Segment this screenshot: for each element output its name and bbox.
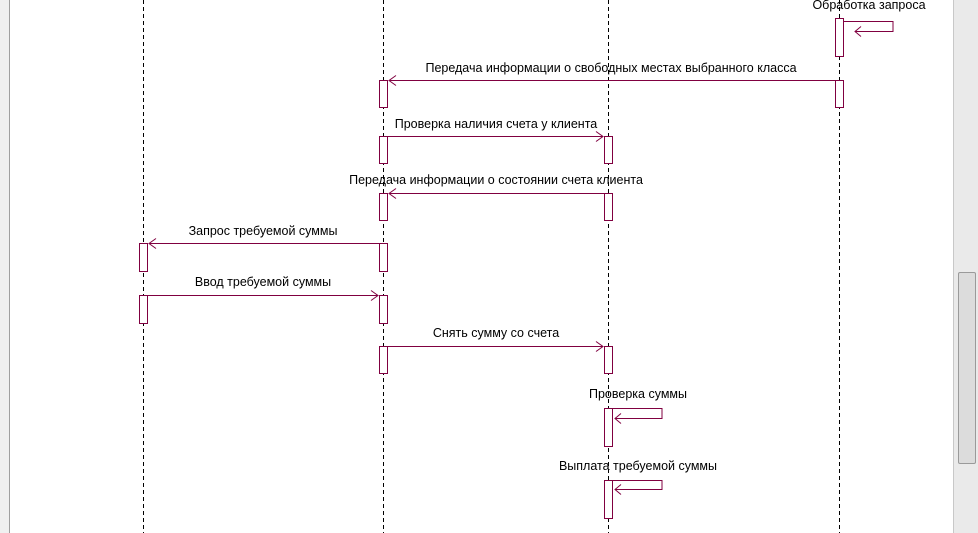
- activation-box: [379, 346, 388, 374]
- message-arrow-return: [388, 188, 604, 199]
- message-arrow-call: [388, 131, 604, 142]
- activation-box: [379, 193, 388, 221]
- activation-box: [139, 295, 148, 324]
- activation-box: [379, 136, 388, 164]
- activation-box: [604, 346, 613, 374]
- message-arrow-self: [844, 21, 894, 37]
- window-left-border: [0, 0, 10, 533]
- message-label: Ввод требуемой суммы: [195, 275, 331, 289]
- message-label: Выплата требуемой суммы: [559, 459, 717, 473]
- message-arrow-self: [613, 408, 663, 424]
- message-arrow-self: [613, 480, 663, 495]
- activation-box: [604, 480, 613, 519]
- scrollbar-thumb[interactable]: [958, 272, 976, 464]
- activation-box: [379, 243, 388, 272]
- message-label: Обработка запроса: [812, 0, 925, 12]
- activation-box: [379, 295, 388, 324]
- activation-box: [835, 18, 844, 57]
- message-label: Снять сумму со счета: [433, 326, 559, 340]
- message-arrow-return: [148, 238, 379, 249]
- activation-box: [379, 80, 388, 108]
- activation-box: [604, 136, 613, 164]
- message-label: Передача информации о состоянии счета кл…: [349, 173, 643, 187]
- message-label: Проверка наличия счета у клиента: [395, 117, 598, 131]
- message-arrow-return: [388, 75, 835, 86]
- sequence-diagram: Обработка запроса Передача информации о …: [139, 0, 926, 533]
- message-label: Запрос требуемой суммы: [189, 224, 338, 238]
- message-arrow-call: [148, 290, 379, 301]
- message-label: Проверка суммы: [589, 387, 687, 401]
- activation-box: [604, 408, 613, 447]
- activation-box: [139, 243, 148, 272]
- message-label: Передача информации о свободных местах в…: [425, 61, 796, 75]
- activation-box: [604, 193, 613, 221]
- vertical-scrollbar[interactable]: [953, 0, 978, 533]
- activation-box: [835, 80, 844, 108]
- message-arrow-call: [388, 341, 604, 352]
